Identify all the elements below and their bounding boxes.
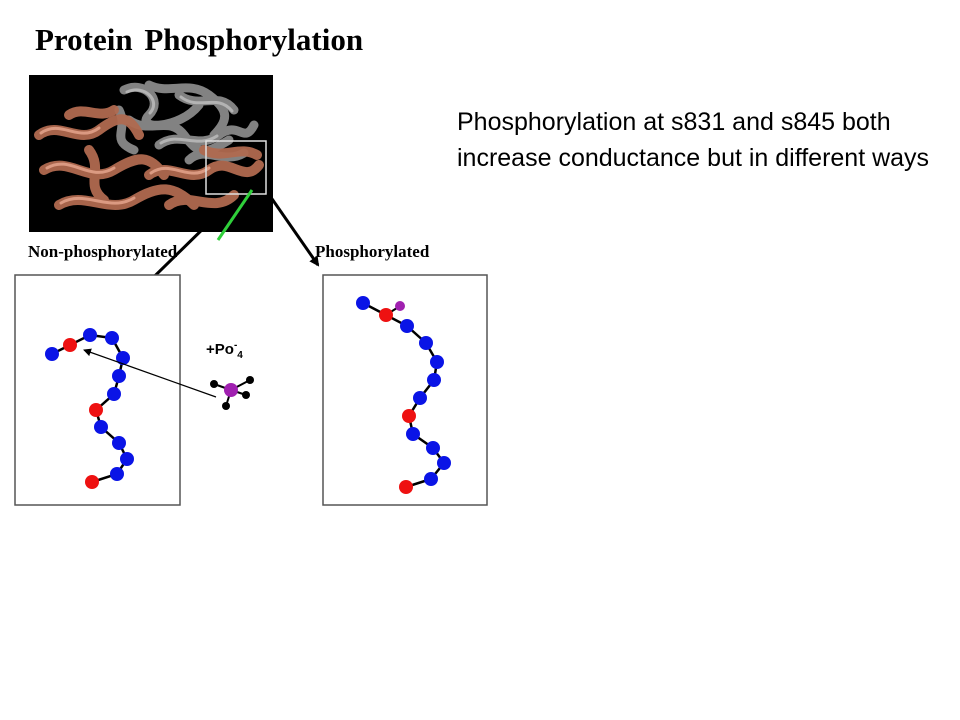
modified-residue	[399, 480, 413, 494]
phosphate-transfer-arrow	[83, 348, 217, 398]
residue	[356, 296, 370, 310]
residue	[424, 472, 438, 486]
modified-residue	[89, 403, 103, 417]
phosphorylated-panel	[322, 274, 488, 506]
phosphate-group	[210, 376, 254, 410]
residue	[413, 391, 427, 405]
phosphorus-atom	[224, 383, 238, 397]
phosphate-prefix: +Po	[206, 341, 234, 358]
phosphate-subscript: 4	[237, 350, 243, 361]
residue	[107, 387, 121, 401]
residue	[120, 452, 134, 466]
residue	[94, 420, 108, 434]
protein-ribbon-render	[29, 75, 273, 232]
residue	[83, 328, 97, 342]
attached-phosphate	[395, 301, 405, 311]
residue	[112, 436, 126, 450]
green-pointer-line	[216, 189, 254, 241]
non-phosphorylated-chain	[45, 328, 134, 489]
residue	[406, 427, 420, 441]
arrow-to-phosphorylated	[268, 195, 320, 267]
protein-ribbon-image	[29, 75, 273, 232]
modified-residue	[63, 338, 77, 352]
residue	[112, 369, 126, 383]
residue	[105, 331, 119, 345]
residue	[427, 373, 441, 387]
residue	[400, 319, 414, 333]
region-highlight-box	[205, 140, 267, 195]
modified-residue	[402, 409, 416, 423]
residue	[116, 351, 130, 365]
slide-title: Protein Phosphorylation	[35, 22, 364, 57]
residue	[45, 347, 59, 361]
residue	[426, 441, 440, 455]
modified-residue	[85, 475, 99, 489]
caption-text: Phosphorylation at s831 and s845 both in…	[457, 108, 930, 172]
residue	[110, 467, 124, 481]
phosphorylated-chain	[356, 296, 451, 494]
residue	[437, 456, 451, 470]
residue	[419, 336, 433, 350]
non-phosphorylated-label: Non-phosphorylated	[28, 242, 178, 261]
phosphorylated-label: Phosphorylated	[315, 242, 430, 261]
phosphate-label: +Po-4	[206, 340, 243, 361]
non-phosphorylated-panel	[14, 274, 181, 506]
modified-residue	[379, 308, 393, 322]
phosphate-charge: -	[233, 340, 238, 351]
residue	[430, 355, 444, 369]
